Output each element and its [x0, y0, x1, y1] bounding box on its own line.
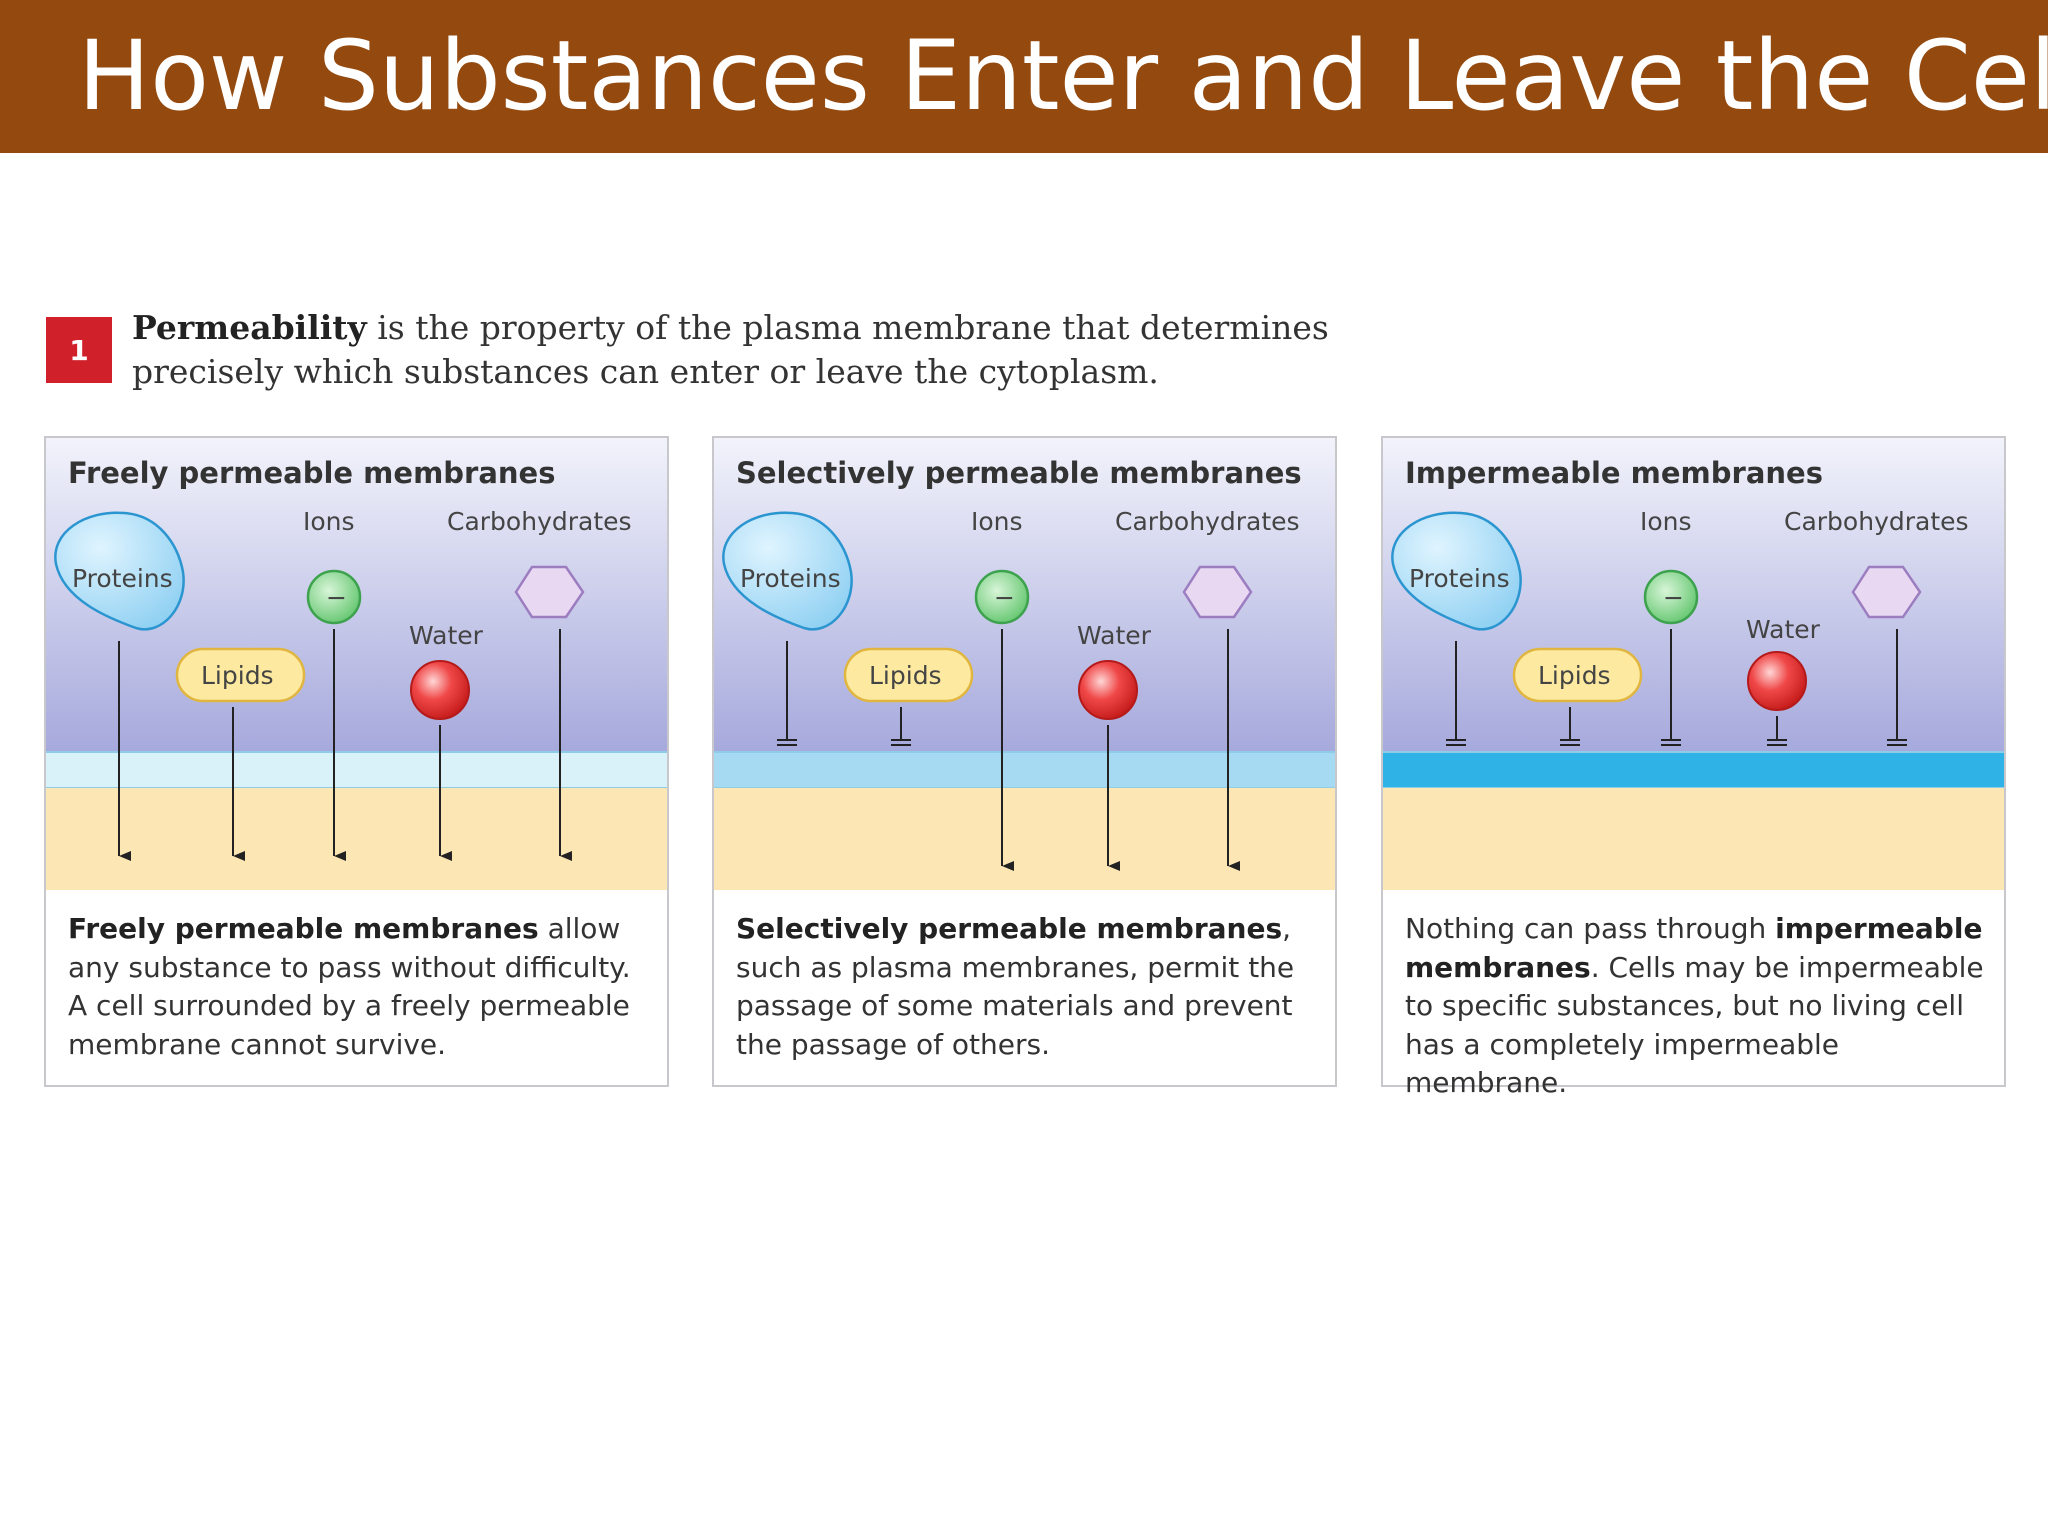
ion-shape: [1643, 569, 1699, 625]
slide-title: How Substances Enter and Leave the Cell: [78, 20, 2048, 132]
lipid-label: Lipids: [1538, 661, 1611, 690]
lipids-blocked-marker: [1560, 707, 1580, 746]
ion-shape: [974, 569, 1030, 625]
water-label: Water: [409, 621, 484, 650]
caption-text: . Cells may be impermeable to specific s…: [1405, 950, 1984, 1100]
title-bar: How Substances Enter and Leave the Cell: [0, 0, 2048, 153]
caption-emphasis: Selectively permeable membranes: [736, 912, 1283, 945]
lipid-label: Lipids: [201, 661, 274, 690]
panel-caption: Freely permeable membranes allow any sub…: [68, 910, 653, 1064]
ions-label: Ions: [1640, 507, 1692, 536]
caption-emphasis: impermeable membranes: [1405, 912, 1983, 984]
panel-title: Freely permeable membranes: [68, 456, 556, 490]
carbohydrate-shape: [1851, 565, 1922, 619]
panel-caption: Nothing can pass through impermeable mem…: [1405, 910, 1990, 1103]
intro-definition: is the property of the plasma membrane t…: [132, 308, 1329, 391]
proteins-blocked-marker: [1446, 641, 1466, 746]
lipid-shape: [175, 647, 306, 703]
caption-text: allow any substance to pass without diff…: [68, 912, 631, 1061]
carbohydrates-blocked-marker: [1887, 629, 1907, 746]
cytoplasm-region: [714, 788, 1335, 890]
ions-label: Ions: [303, 507, 355, 536]
carbohydrate-shape: [514, 565, 585, 619]
caption-text: , such as plasma membranes, permit the p…: [736, 912, 1295, 1061]
lipids-blocked-marker: [891, 707, 911, 746]
carbohydrates-label: Carbohydrates: [1115, 507, 1300, 536]
water-label: Water: [1746, 615, 1821, 644]
proteins-blocked-marker: [777, 641, 797, 746]
protein-shape: [54, 511, 185, 631]
panel-title: Selectively permeable membranes: [736, 456, 1302, 490]
plasma-membrane: [46, 752, 667, 788]
water-blocked-marker: [1767, 716, 1787, 746]
carbohydrate-shape: [1182, 565, 1253, 619]
cytoplasm-region: [1383, 788, 2004, 890]
carbohydrates-label: Carbohydrates: [1784, 507, 1969, 536]
protein-label: Proteins: [1409, 564, 1510, 593]
protein-shape: [1391, 511, 1522, 631]
water-shape: [1078, 660, 1138, 720]
caption-emphasis: Freely permeable membranes: [68, 912, 539, 945]
caption-text: Nothing can pass through: [1405, 912, 1776, 945]
cytoplasm-region: [46, 788, 667, 890]
lipid-label: Lipids: [869, 661, 942, 690]
ion-shape: [306, 569, 362, 625]
panel-caption: Selectively permeable membranes, such as…: [736, 910, 1321, 1064]
lipid-shape: [843, 647, 974, 703]
ion-sign: −: [326, 583, 347, 612]
ions-label: Ions: [971, 507, 1023, 536]
ion-sign: −: [994, 583, 1015, 612]
lipid-shape: [1512, 647, 1643, 703]
water-shape: [410, 660, 470, 720]
panel-title: Impermeable membranes: [1405, 456, 1823, 490]
water-label: Water: [1077, 621, 1152, 650]
protein-label: Proteins: [72, 564, 173, 593]
ions-blocked-marker: [1661, 629, 1681, 746]
step-number-badge: 1: [46, 317, 112, 383]
plasma-membrane: [1383, 752, 2004, 788]
intro-term: Permeability: [132, 308, 367, 347]
intro-text: Permeability is the property of the plas…: [132, 306, 1332, 394]
protein-label: Proteins: [740, 564, 841, 593]
carbohydrates-label: Carbohydrates: [447, 507, 632, 536]
water-shape: [1747, 651, 1807, 711]
ion-sign: −: [1663, 583, 1684, 612]
protein-shape: [722, 511, 853, 631]
plasma-membrane: [714, 752, 1335, 788]
